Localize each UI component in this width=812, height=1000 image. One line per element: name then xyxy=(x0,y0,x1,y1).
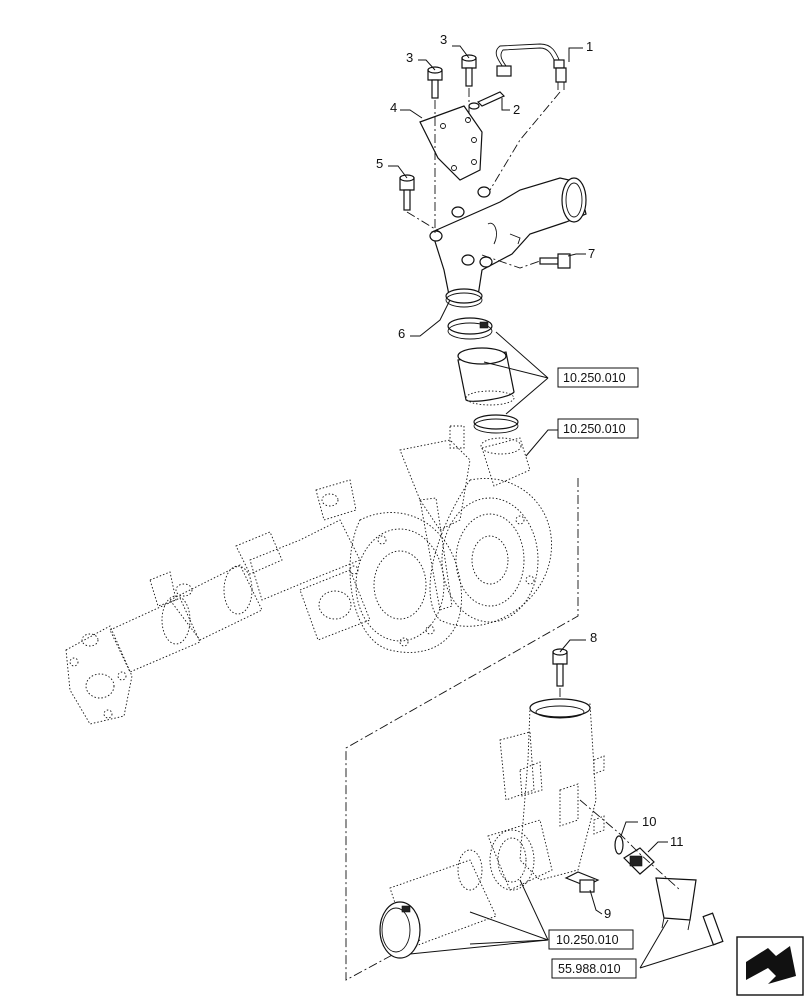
callout-3a: 3 xyxy=(406,50,413,65)
callout-4: 4 xyxy=(390,100,397,115)
sensor-harness xyxy=(495,43,567,90)
reference-label-2: 10.250.010 xyxy=(563,422,626,436)
gasket-plate xyxy=(419,105,483,181)
callout-5: 5 xyxy=(376,156,383,171)
reference-box-3[interactable]: 10.250.010 xyxy=(548,929,634,950)
hose-clamp-lower xyxy=(473,414,519,434)
bolt-part-8 xyxy=(552,648,568,687)
assembly-line-top-5 xyxy=(489,91,561,191)
callout-6: 6 xyxy=(398,326,405,341)
assembly-line-top-3 xyxy=(406,211,441,233)
elbow-pipe xyxy=(429,177,587,308)
callout-3b: 3 xyxy=(440,32,447,47)
lower-hose xyxy=(379,849,497,959)
hose-sleeve xyxy=(457,347,515,406)
clip-part xyxy=(468,91,506,110)
reference-label-3: 10.250.010 xyxy=(556,933,619,947)
bolt-part-3a xyxy=(427,66,443,99)
o-ring-part-10 xyxy=(614,835,624,855)
sensor-bracket-part-11 xyxy=(623,847,724,946)
reference-box-2[interactable]: 10.250.010 xyxy=(557,418,639,439)
callout-9: 9 xyxy=(604,906,611,921)
callout-10: 10 xyxy=(642,814,656,829)
next-page-arrow-icon[interactable] xyxy=(736,936,804,996)
reference-box-4[interactable]: 55.988.010 xyxy=(551,958,637,979)
outlet-pipe-housing xyxy=(487,698,605,891)
callout-11: 11 xyxy=(670,834,684,849)
callout-1: 1 xyxy=(586,39,593,54)
callout-2: 2 xyxy=(513,102,520,117)
hose-clamp-upper xyxy=(447,317,493,340)
bolt-part-5 xyxy=(399,174,415,211)
reference-label-1: 10.250.010 xyxy=(563,371,626,385)
assembly-line-top-4 xyxy=(481,254,541,269)
leader-lines xyxy=(388,45,717,969)
callout-7: 7 xyxy=(588,246,595,261)
callout-labels: 1 2 3 3 4 5 6 7 8 9 10 11 xyxy=(376,32,684,921)
reference-label-4: 55.988.010 xyxy=(558,962,621,976)
assembly-line-sensor xyxy=(579,799,681,891)
bolt-part-9 xyxy=(564,871,600,893)
bolt-part-3b xyxy=(461,54,477,87)
reference-box-1[interactable]: 10.250.010 xyxy=(557,367,639,388)
turbocharger-assembly xyxy=(65,425,552,725)
callout-8: 8 xyxy=(590,630,597,645)
bolt-part-7 xyxy=(539,253,571,269)
turbo-boundary xyxy=(345,478,579,981)
